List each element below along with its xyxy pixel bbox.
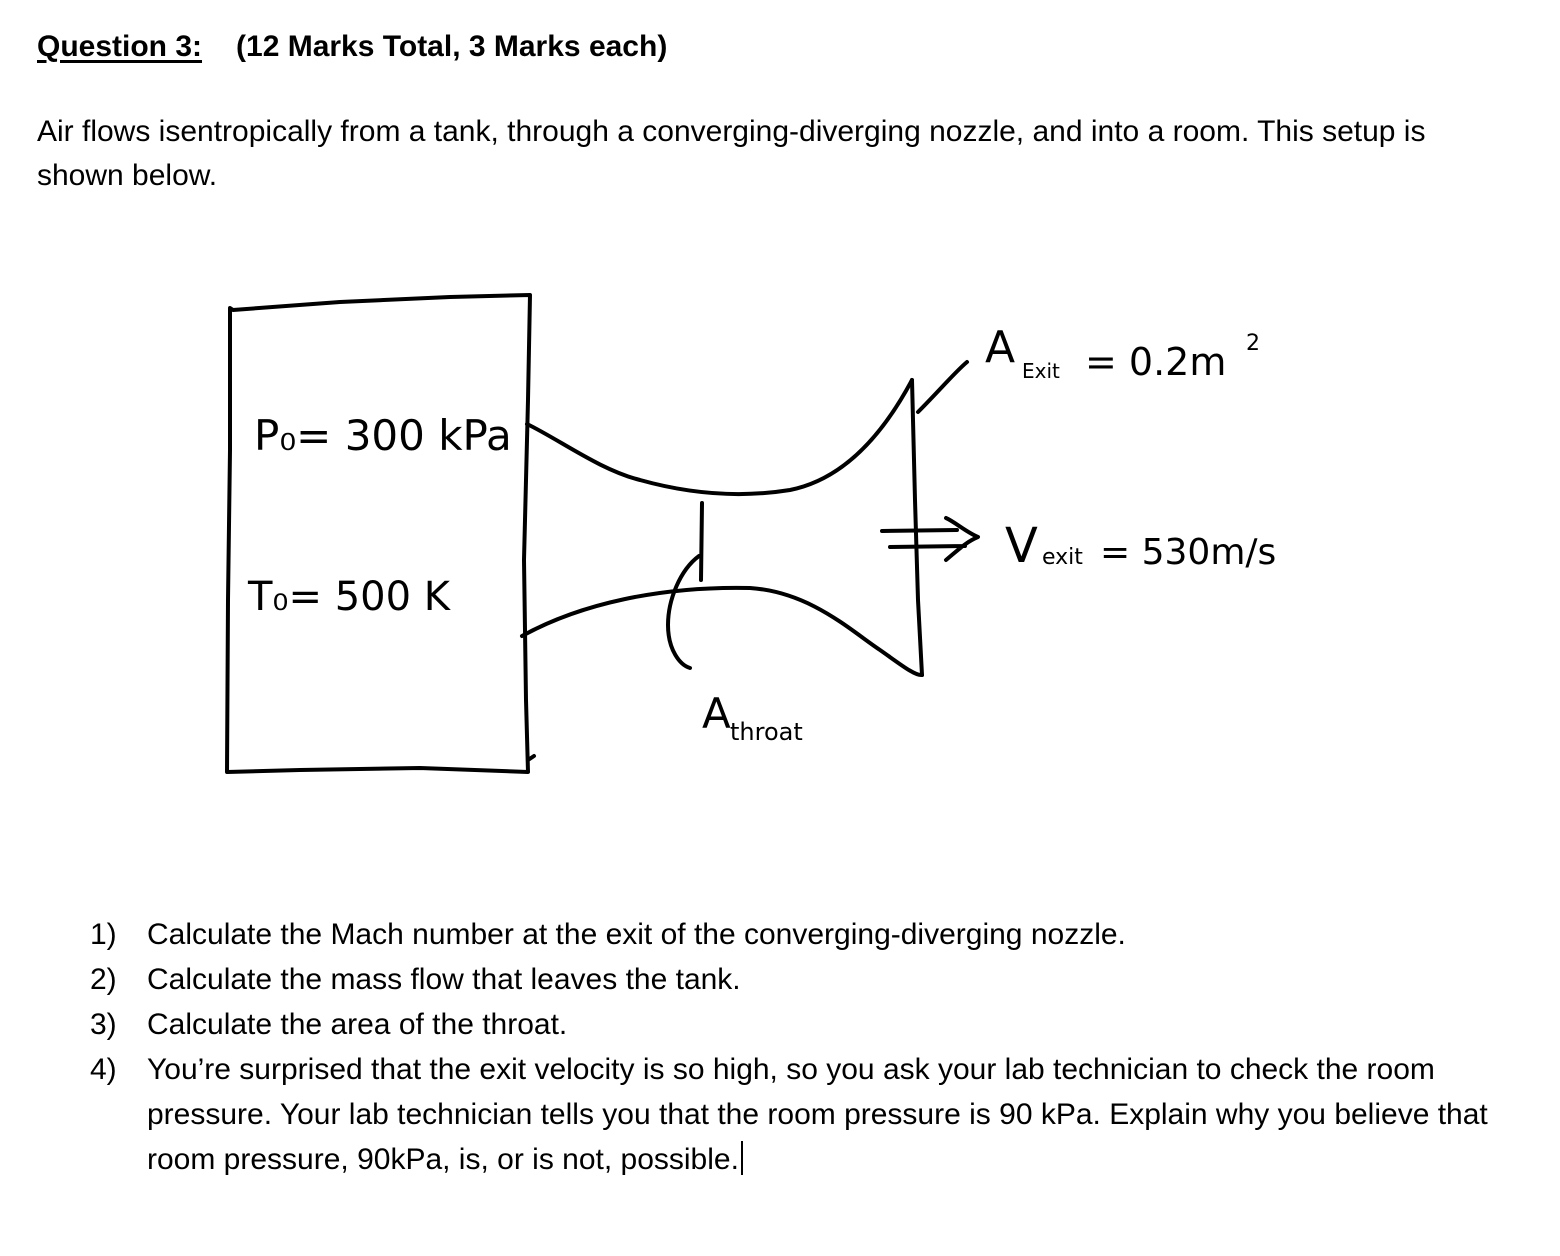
throat-marker <box>699 501 704 582</box>
svg-text:Exit: Exit <box>1022 359 1060 383</box>
nozzle-upper-wall <box>525 378 914 497</box>
question-label: Question 3: <box>37 30 203 63</box>
task-number: 4) <box>90 1053 117 1086</box>
task-text-with-caret[interactable]: You’re surprised that the exit velocity … <box>147 1047 1490 1182</box>
svg-text:2: 2 <box>1246 331 1260 356</box>
task-text: You’re surprised that the exit velocity … <box>147 1053 1488 1176</box>
task-item: 1) Calculate the Mach number at the exit… <box>90 912 1490 957</box>
svg-text:= 0.2m: = 0.2m <box>1085 340 1226 384</box>
throat-label: A throat <box>702 689 803 746</box>
svg-text:A: A <box>702 689 731 738</box>
task-list: 1) Calculate the Mach number at the exit… <box>90 912 1490 1182</box>
task-item: 4) You’re surprised that the exit veloci… <box>90 1047 1490 1182</box>
exit-velocity-label: V exit = 530m/s <box>1005 518 1276 574</box>
task-number: 1) <box>90 918 117 951</box>
text-cursor <box>740 1141 743 1175</box>
task-item: 3) Calculate the area of the throat. <box>90 1002 1490 1047</box>
question-heading: Question 3: (12 Marks Total, 3 Marks each… <box>37 30 667 64</box>
task-text: Calculate the mass flow that leaves the … <box>147 963 741 996</box>
svg-text:throat: throat <box>730 718 803 746</box>
nozzle-lower-wall <box>520 585 924 677</box>
task-text: Calculate the area of the throat. <box>147 1008 568 1041</box>
exit-plane <box>910 378 924 677</box>
exit-area-label: A Exit = 0.2m 2 <box>985 322 1260 384</box>
svg-text:A: A <box>985 322 1015 373</box>
task-number: 3) <box>90 1008 117 1041</box>
task-number: 2) <box>90 963 117 996</box>
throat-leader <box>666 554 701 670</box>
exit-area-leader <box>916 360 969 414</box>
intro-paragraph: Air flows isentropically from a tank, th… <box>37 115 1426 192</box>
svg-text:V: V <box>1005 518 1038 574</box>
velocity-arrow <box>880 516 980 562</box>
tank-pressure-label: P₀= 300 kPa <box>254 411 512 460</box>
task-item: 2) Calculate the mass flow that leaves t… <box>90 957 1490 1002</box>
svg-text:= 530m/s: = 530m/s <box>1100 532 1276 573</box>
task-text: Calculate the Mach number at the exit of… <box>147 918 1126 951</box>
tank-outline <box>225 293 532 774</box>
svg-text:exit: exit <box>1042 545 1083 570</box>
tank-temperature-label: T₀= 500 K <box>247 574 452 620</box>
question-marks: (12 Marks Total, 3 Marks each) <box>236 30 668 63</box>
